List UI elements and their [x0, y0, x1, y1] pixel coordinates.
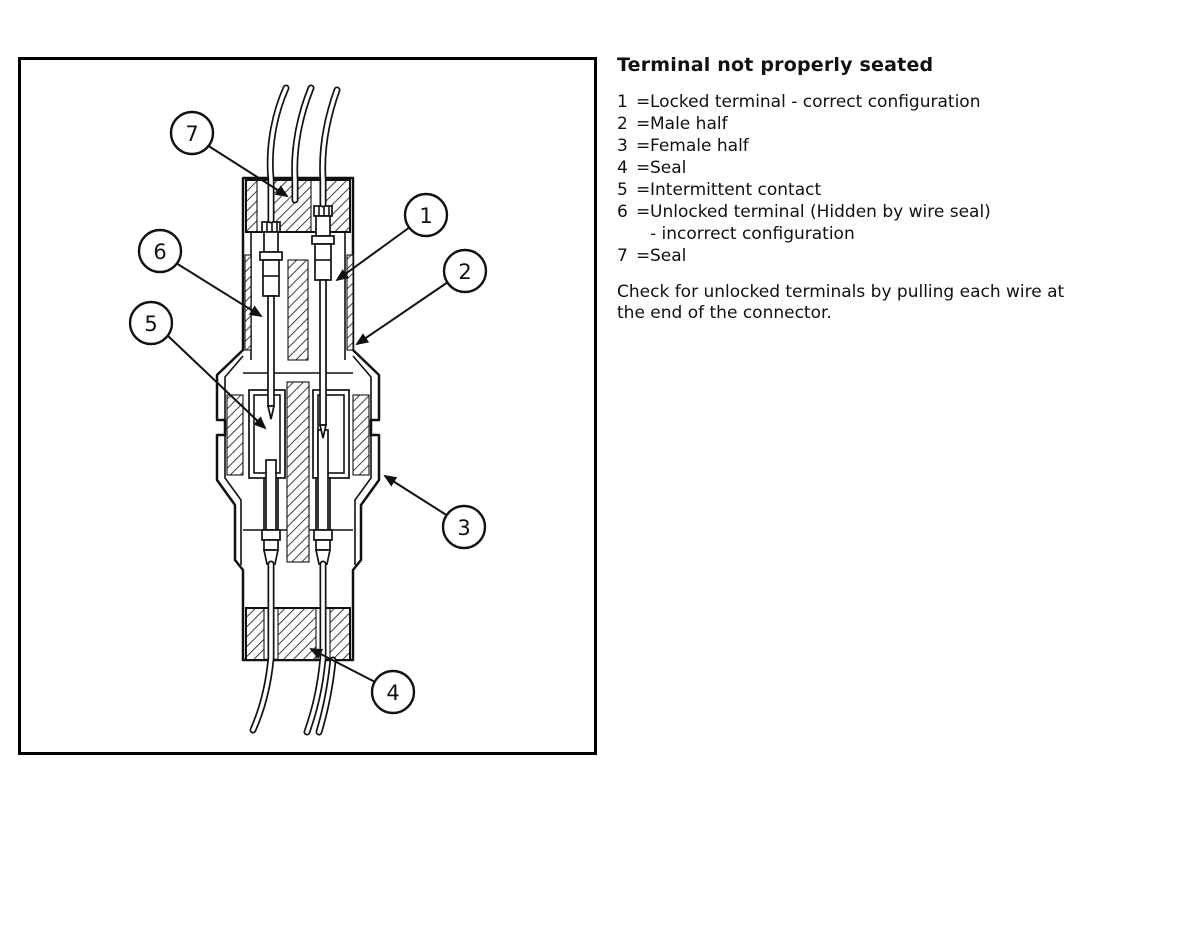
hatched-ribs [226, 254, 370, 563]
leader-arrows [166, 144, 449, 684]
legend-item-2: 2 = Male half [617, 113, 1157, 135]
legend-item-equals: = [636, 246, 651, 266]
legend-item-equals: = [636, 92, 651, 112]
legend-item-number: 4 [617, 158, 628, 178]
legend-item-number: 5 [617, 180, 628, 200]
legend-item-number: 6 [617, 202, 628, 222]
legend-item-label: Male half [650, 114, 728, 134]
instruction-text: Check for unlocked terminals by pulling … [617, 282, 1065, 323]
legend-item-equals: = [636, 180, 651, 200]
legend-item-label: Seal [650, 246, 687, 266]
legend-item-number: 7 [617, 246, 628, 266]
legend-item-label: Intermittent contact [650, 180, 822, 200]
legend-item-label-continuation: - incorrect configuration [650, 224, 855, 244]
legend-item-equals: = [636, 114, 651, 134]
callout-3: 3 [441, 504, 487, 550]
callout-7-number: 7 [185, 122, 198, 146]
callout-1: 1 [403, 192, 449, 238]
legend-item-5: 5 = Intermittent contact [617, 179, 1157, 201]
callout-3-number: 3 [457, 516, 470, 540]
legend-item-number: 3 [617, 136, 628, 156]
locked-terminal [311, 205, 335, 531]
legend-title: Terminal not properly seated [617, 54, 934, 76]
legend-item-7: 7 = Seal [617, 245, 1157, 267]
bottom-crimp-terminals [261, 529, 333, 565]
legend-item-number: 1 [617, 92, 628, 112]
connector-cross-section-diagram: 7 1 2 6 5 3 4 [128, 84, 488, 736]
callout-4-number: 4 [386, 681, 399, 705]
legend-item-label: Locked terminal - correct configuration [650, 92, 981, 112]
legend-item-3: 3 = Female half [617, 135, 1157, 157]
bottom-wire-seal [245, 607, 351, 661]
legend-item-4: 4 = Seal [617, 157, 1157, 179]
legend-item-equals: = [636, 136, 651, 156]
legend-item-6: 6 = Unlocked terminal (Hidden by wire se… [617, 201, 1157, 223]
callout-4: 4 [370, 669, 416, 715]
legend-item-equals: = [636, 158, 651, 178]
legend-item-number: 2 [617, 114, 628, 134]
legend-item-1: 1 = Locked terminal - correct configurat… [617, 91, 1157, 113]
callout-6: 6 [137, 228, 183, 274]
callout-5-number: 5 [144, 312, 157, 336]
legend-item-equals: = [636, 202, 651, 222]
legend-item-label: Female half [650, 136, 749, 156]
callout-2-number: 2 [458, 260, 471, 284]
legend-item-6-continuation: - incorrect configuration [617, 223, 1157, 245]
wires [249, 84, 341, 736]
callout-2: 2 [442, 248, 488, 294]
legend-panel: Terminal not properly seated 1 = Locked … [617, 54, 1157, 324]
callout-7: 7 [169, 110, 215, 156]
callout-5: 5 [128, 300, 174, 346]
callout-1-number: 1 [419, 204, 432, 228]
callout-6-number: 6 [153, 240, 166, 264]
legend-item-label: Unlocked terminal (Hidden by wire seal) [650, 202, 991, 222]
diagram-panel: 7 1 2 6 5 3 4 [18, 57, 597, 755]
legend-items: 1 = Locked terminal - correct configurat… [617, 91, 1157, 267]
legend-item-label: Seal [650, 158, 687, 178]
